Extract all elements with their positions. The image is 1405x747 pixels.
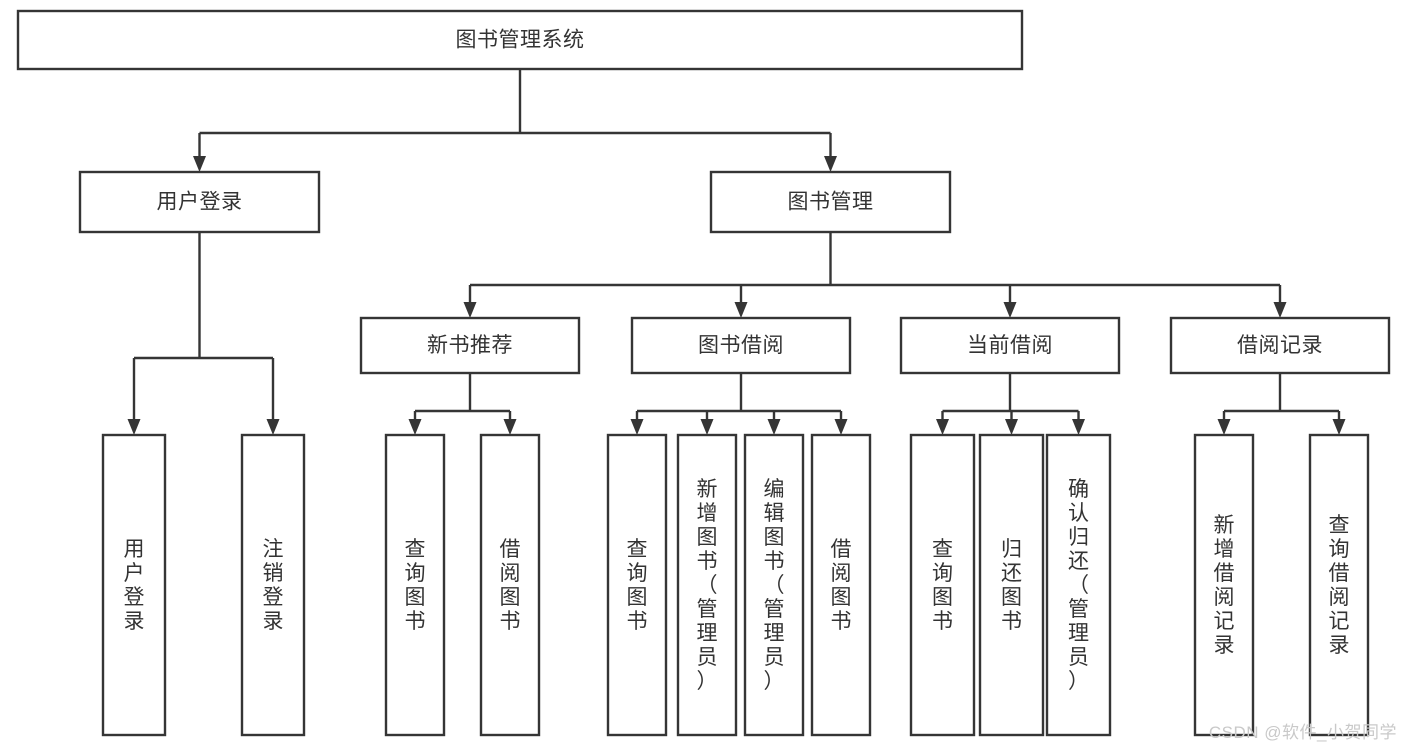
node-leaf-r-0[interactable]: 新增借阅记录	[1193, 433, 1255, 737]
node-label: 新书推荐	[427, 334, 513, 357]
node-label: 借阅记录	[1237, 334, 1323, 357]
node-leaf-r-1[interactable]: 查询借阅记录	[1308, 433, 1370, 737]
arrow-head-icon	[1332, 419, 1346, 435]
node-box	[16, 9, 1024, 71]
arrow-head-icon	[834, 419, 848, 435]
arrow-head-icon	[1217, 419, 1231, 435]
node-l2-3[interactable]: 借阅记录	[1169, 316, 1391, 375]
node-l2-2[interactable]: 当前借阅	[899, 316, 1121, 375]
node-box	[1193, 433, 1255, 737]
node-label: 查询图书	[627, 538, 648, 633]
csdn-watermark: CSDN @软件_小贺同学	[1208, 723, 1397, 742]
node-leaf-n-0[interactable]: 查询图书	[384, 433, 446, 737]
node-layer: 图书管理系统用户登录图书管理新书推荐图书借阅当前借阅借阅记录用户登录注销登录查询…	[16, 9, 1391, 737]
node-label: 新增借阅记录	[1214, 514, 1235, 657]
node-leaf-c-1[interactable]: 归还图书	[978, 433, 1045, 737]
node-box	[899, 316, 1121, 375]
node-box	[101, 433, 167, 737]
arrow-head-icon	[824, 156, 837, 172]
node-box	[676, 433, 738, 737]
node-leaf-c-2[interactable]: 确认归还（管理员）	[1045, 433, 1112, 737]
node-leaf-b-0[interactable]: 查询图书	[606, 433, 668, 737]
arrow-head-icon	[734, 302, 748, 318]
arrow-head-icon	[266, 419, 280, 435]
arrow-head-icon	[127, 419, 141, 435]
node-label: 查询图书	[405, 538, 426, 633]
arrow-head-icon	[700, 419, 714, 435]
node-leaf-u-1[interactable]: 注销登录	[240, 433, 306, 737]
node-l2-1[interactable]: 图书借阅	[630, 316, 852, 375]
node-box	[1045, 433, 1112, 737]
arrow-head-icon	[408, 419, 422, 435]
node-box	[359, 316, 581, 375]
node-box	[810, 433, 872, 737]
node-box	[1308, 433, 1370, 737]
node-label: 注销登录	[263, 538, 284, 633]
arrow-head-icon	[767, 419, 781, 435]
node-root[interactable]: 图书管理系统	[16, 9, 1024, 71]
arrow-head-icon	[1273, 302, 1287, 318]
node-leaf-b-2[interactable]: 编辑图书（管理员）	[743, 433, 805, 737]
node-box	[240, 433, 306, 737]
node-box	[709, 170, 952, 234]
arrow-head-icon	[1072, 419, 1085, 435]
node-box	[978, 433, 1045, 737]
node-box	[630, 316, 852, 375]
node-label: 确认归还（管理员）	[1068, 478, 1089, 693]
connector-layer	[127, 69, 1346, 435]
node-box	[909, 433, 976, 737]
node-label: 查询图书	[932, 538, 953, 633]
arrow-head-icon	[503, 419, 517, 435]
node-label: 用户登录	[124, 538, 145, 633]
node-l2-0[interactable]: 新书推荐	[359, 316, 581, 375]
node-leaf-b-1[interactable]: 新增图书（管理员）	[676, 433, 738, 737]
node-box	[384, 433, 446, 737]
arrow-head-icon	[630, 419, 644, 435]
arrow-head-icon	[936, 419, 949, 435]
arrow-head-icon	[1005, 419, 1018, 435]
node-leaf-n-1[interactable]: 借阅图书	[479, 433, 541, 737]
arrow-head-icon	[463, 302, 477, 318]
node-l1-1[interactable]: 图书管理	[709, 170, 952, 234]
node-label: 编辑图书（管理员）	[764, 478, 785, 693]
node-leaf-c-0[interactable]: 查询图书	[909, 433, 976, 737]
node-label: 图书管理	[788, 191, 874, 214]
node-label: 借阅图书	[831, 538, 852, 633]
node-label: 归还图书	[1001, 538, 1022, 633]
node-box	[479, 433, 541, 737]
node-box	[1169, 316, 1391, 375]
node-label: 借阅图书	[500, 538, 521, 633]
node-label: 用户登录	[157, 191, 243, 214]
node-label: 新增图书（管理员）	[697, 478, 718, 693]
arrow-head-icon	[1003, 302, 1017, 318]
node-label: 图书管理系统	[456, 29, 585, 52]
node-leaf-u-0[interactable]: 用户登录	[101, 433, 167, 737]
node-l1-0[interactable]: 用户登录	[78, 170, 321, 234]
node-label: 查询借阅记录	[1329, 514, 1350, 657]
node-leaf-b-3[interactable]: 借阅图书	[810, 433, 872, 737]
node-box	[78, 170, 321, 234]
node-box	[606, 433, 668, 737]
arrow-head-icon	[193, 156, 206, 172]
node-label: 当前借阅	[967, 334, 1053, 357]
node-label: 图书借阅	[698, 334, 784, 357]
node-box	[743, 433, 805, 737]
